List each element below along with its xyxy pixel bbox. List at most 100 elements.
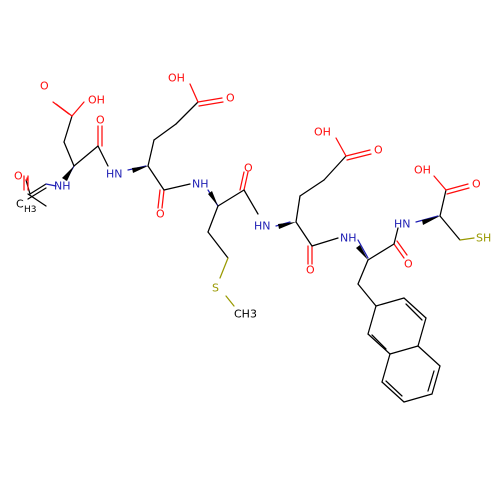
bond [403, 393, 433, 403]
bond [367, 305, 377, 335]
glutamate-residue-2 [275, 137, 372, 265]
glu1-hydroxyl-label: OH [168, 72, 185, 85]
naphthylalanine-residue [356, 227, 408, 307]
wedge-bond [208, 191, 218, 206]
bond [147, 139, 155, 167]
met-amide-nh-label: NH [192, 178, 209, 191]
bond [417, 317, 427, 347]
bond [73, 145, 99, 167]
wedge-bond [132, 166, 148, 173]
bond [381, 381, 405, 403]
asp-hydroxyl-label: OH [88, 94, 105, 107]
atom-labels: OH O O C H3 NH O HN OH O O NH O S CH3 OH… [14, 72, 491, 321]
bond [153, 123, 177, 141]
bond [243, 189, 259, 215]
wedge-bond [278, 222, 296, 229]
asp-carbonyl-oxygen-label: O [40, 80, 49, 93]
bond [431, 365, 441, 395]
met-methyl-label: CH3 [234, 308, 257, 321]
naphthalene-ring [367, 297, 441, 403]
bond [405, 303, 423, 321]
methionine-residue [207, 171, 259, 307]
bond [71, 101, 85, 117]
bond [393, 243, 405, 259]
bond [52, 101, 70, 115]
acetyl-carbon-label: C [16, 198, 24, 211]
cys-amide-hn-label: HN [394, 218, 411, 231]
bond [207, 205, 219, 233]
bond [219, 257, 229, 279]
bond [433, 175, 447, 191]
bond [346, 153, 372, 161]
bond [311, 237, 339, 247]
bond [217, 189, 245, 207]
bond [345, 149, 371, 157]
bond [243, 171, 249, 191]
wedge-bond [356, 245, 368, 260]
bond [239, 171, 245, 191]
bond [396, 240, 408, 256]
glu2-hydroxyl-label: OH [314, 126, 331, 139]
bond [445, 183, 469, 191]
glu1-sidechain-oxygen-label: O [226, 92, 235, 105]
bond [225, 295, 235, 307]
wedge-bond [422, 216, 440, 225]
bond [97, 145, 109, 167]
bond [335, 137, 347, 157]
bond [439, 215, 461, 241]
acetyl-oxygen-label: O [14, 170, 23, 183]
acetyl-amide-nh-label: NH [54, 180, 71, 193]
bond [417, 345, 441, 367]
cysteine-residue [415, 175, 475, 241]
bond [371, 334, 387, 350]
cys-thiol-label: SH [476, 232, 491, 245]
bond [357, 283, 377, 307]
glu2-amide-hn-label: HN [254, 220, 271, 233]
bond [367, 243, 395, 261]
met-sulfur-label: S [212, 282, 219, 295]
acetyl-h3-label: H3 [24, 205, 37, 215]
nal-amide-nh-label: NH [340, 232, 357, 245]
bond [299, 179, 325, 197]
bond [295, 221, 313, 247]
cys-hydroxyl-label: OH [414, 164, 431, 177]
glu1-backbone-oxygen-label: O [156, 208, 165, 221]
bond [439, 189, 447, 217]
bond [403, 297, 427, 319]
bond [45, 183, 57, 187]
bond [29, 183, 47, 195]
glu2-backbone-oxygen-label: O [306, 264, 315, 277]
bond [197, 97, 223, 103]
bond [27, 187, 47, 200]
bond [385, 380, 403, 397]
acetyl-group [23, 175, 47, 200]
bond [357, 239, 369, 259]
bond [63, 141, 75, 167]
bond [27, 193, 47, 207]
bond [175, 101, 199, 125]
bond [459, 237, 475, 241]
glu1-amide-hn-label: HN [106, 168, 123, 181]
asp-backbone-oxygen-label: O [96, 114, 105, 127]
bond [198, 101, 224, 107]
bond [389, 345, 419, 355]
glutamate-residue-1 [127, 83, 224, 209]
bond [381, 353, 391, 383]
acetyl-aspartate-residue [25, 101, 109, 207]
glu2-sidechain-oxygen-label: O [374, 144, 383, 157]
nal-backbone-oxygen-label: O [404, 258, 413, 271]
bond [63, 115, 73, 143]
bond [357, 259, 369, 285]
bond [367, 333, 391, 355]
bond [446, 187, 470, 195]
bond [295, 195, 301, 223]
bond [163, 183, 191, 191]
met-backbone-oxygen-label: O [244, 162, 253, 175]
bond [161, 189, 165, 209]
bond [323, 155, 347, 181]
cys-carbonyl-oxygen-label: O [472, 178, 481, 191]
bond [189, 83, 199, 103]
bond [375, 297, 405, 307]
bond [157, 189, 161, 209]
